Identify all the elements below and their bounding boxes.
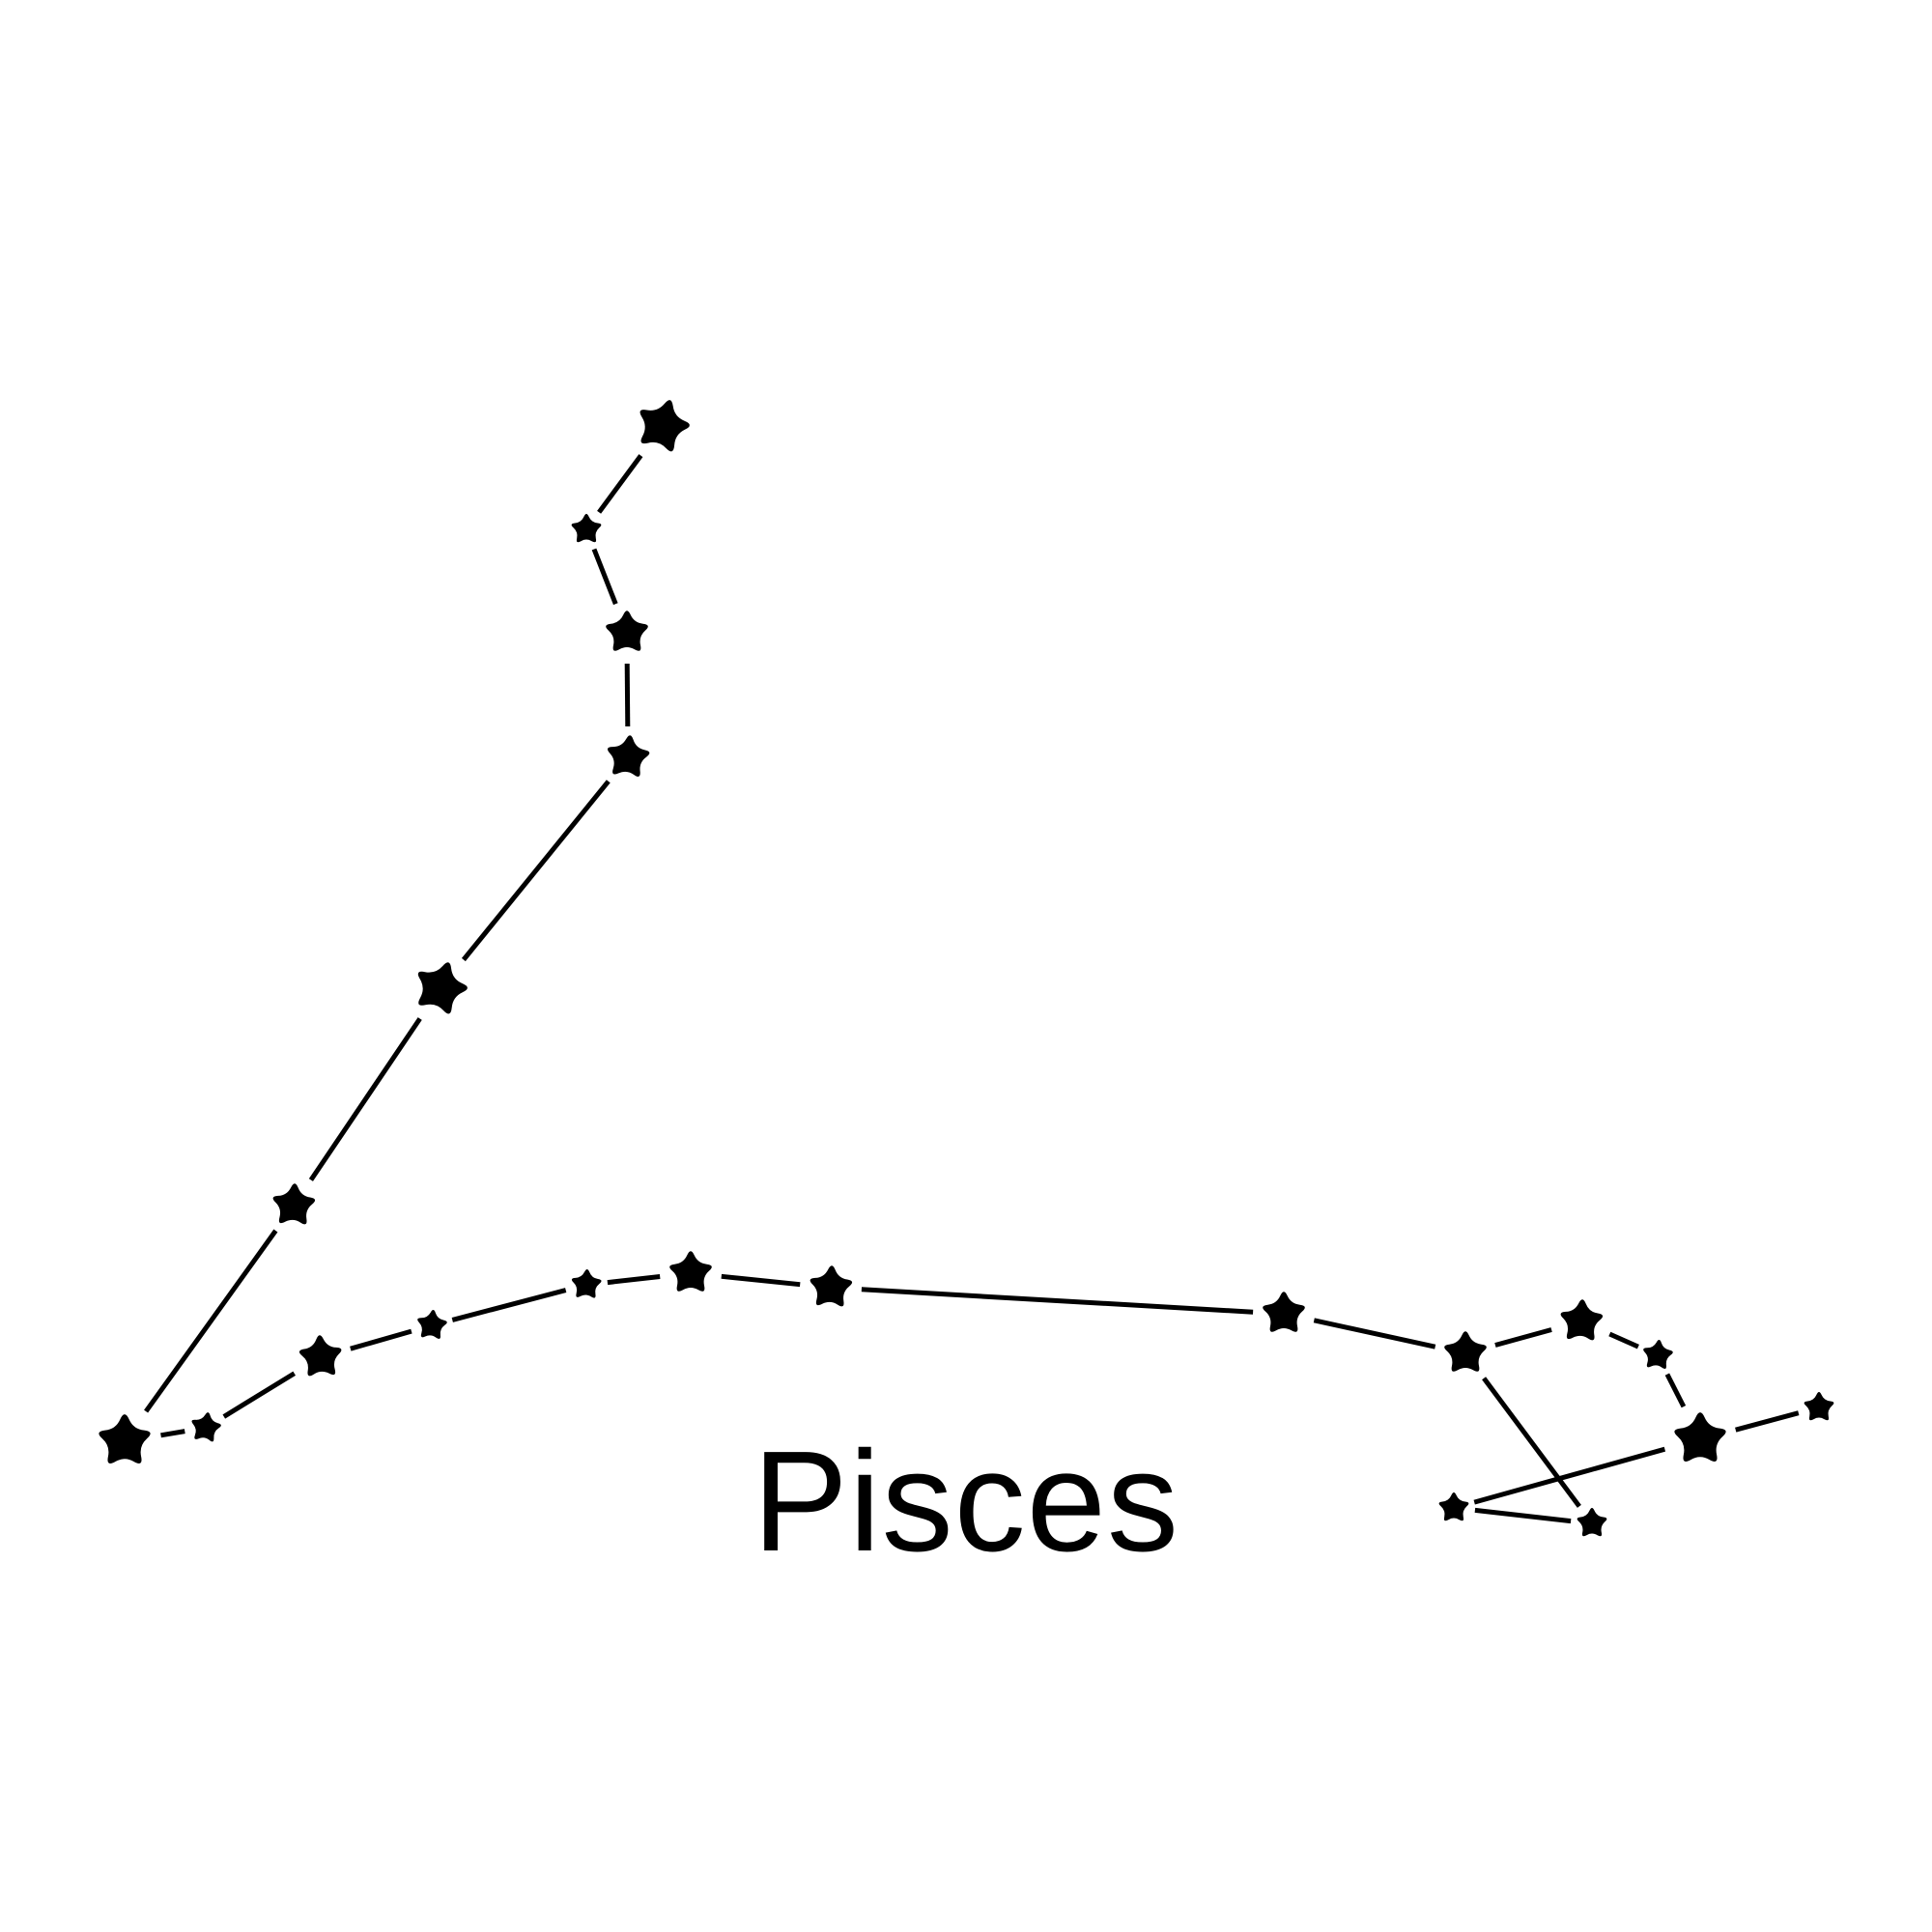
constellation-line-s1-s2 xyxy=(597,454,643,514)
constellation-line-s6-s7 xyxy=(144,1229,278,1413)
constellation-line-s11-s12 xyxy=(607,1274,661,1286)
constellation-line-s15-s16 xyxy=(1494,1327,1552,1348)
star-icon xyxy=(1804,1391,1834,1421)
star-icon xyxy=(1263,1292,1305,1332)
star-icon xyxy=(1577,1507,1607,1537)
constellation-line-s8-s9 xyxy=(222,1371,297,1419)
star-icon xyxy=(571,513,602,543)
star-icon xyxy=(607,735,650,777)
constellation-stars xyxy=(99,400,1834,1537)
constellation-line-s5-s6 xyxy=(308,1017,422,1181)
constellation-lines xyxy=(144,454,1800,1524)
star-icon xyxy=(669,1251,712,1292)
constellation-title: Pisces xyxy=(753,1422,1179,1581)
constellation-line-s21-s20 xyxy=(1474,1507,1572,1524)
star-icon xyxy=(417,962,468,1014)
star-icon xyxy=(272,1183,316,1225)
constellation-line-s4-s5 xyxy=(461,780,611,962)
constellation-line-s9-s10 xyxy=(350,1328,412,1351)
constellation-line-s12-s13 xyxy=(721,1273,801,1288)
star-icon xyxy=(417,1310,447,1340)
star-icon xyxy=(571,1268,602,1298)
star-icon xyxy=(639,400,690,452)
constellation-line-s20-s15 xyxy=(1482,1377,1581,1508)
star-icon xyxy=(298,1335,342,1377)
star-icon xyxy=(606,611,648,651)
constellation-line-s14-s15 xyxy=(1313,1318,1436,1350)
star-icon xyxy=(191,1412,221,1442)
constellation-line-s18-s21 xyxy=(1473,1446,1666,1505)
constellation-line-s16-s17 xyxy=(1608,1331,1639,1350)
constellation-line-s18-s19 xyxy=(1735,1410,1800,1433)
star-icon xyxy=(1438,1492,1469,1521)
star-icon xyxy=(99,1414,151,1463)
star-icon xyxy=(810,1265,853,1307)
star-icon xyxy=(1643,1340,1673,1370)
star-icon xyxy=(1560,1299,1604,1341)
star-icon xyxy=(1444,1331,1487,1372)
constellation-line-s13-s14 xyxy=(861,1287,1254,1315)
star-icon xyxy=(1674,1412,1726,1462)
constellation-line-s10-s11 xyxy=(451,1288,567,1322)
constellation-line-s7-s8 xyxy=(160,1429,185,1438)
constellation-line-s3-s4 xyxy=(624,663,631,727)
constellation-line-s17-s18 xyxy=(1664,1373,1687,1408)
constellation-line-s2-s3 xyxy=(591,548,618,606)
